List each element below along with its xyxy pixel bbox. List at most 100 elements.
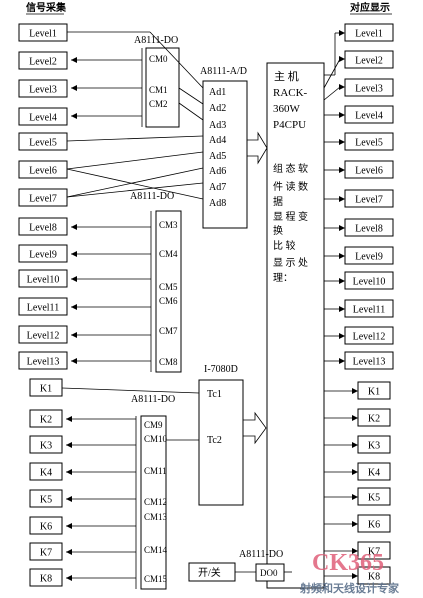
left-level-8-label: Level8 [29, 223, 57, 234]
left-level-6-label: Level6 [29, 166, 57, 177]
left-k-2: K2 [29, 409, 63, 428]
right-k-7-label: K7 [368, 547, 380, 558]
i7080d-to-main-arrow [243, 411, 267, 445]
right-level-12: Level12 [344, 326, 394, 345]
right-level-8: Level8 [344, 218, 394, 237]
left-level-12: Level12 [18, 325, 68, 344]
heading-display: 对应显示 [350, 1, 390, 14]
tc-1: Tc1 [207, 389, 222, 400]
cm-bot-10: CM10 [144, 434, 168, 444]
ad-ch-8: Ad8 [209, 198, 226, 209]
left-k-6: K6 [29, 516, 63, 535]
main-unit-box: 主 机 RACK- 360W P4CPU 组 态 软 件 读 数 据 显 程 变… [266, 62, 325, 589]
left-k-5: K5 [29, 489, 63, 508]
left-level-10-label: Level10 [27, 275, 60, 286]
left-k-8: K8 [29, 568, 63, 587]
main-unit-line3: 360W [273, 103, 301, 115]
switch-label: 开/关 [198, 566, 221, 579]
cm-bot-15: CM15 [144, 574, 168, 584]
heading-signal-acquisition: 信号采集 [26, 1, 67, 14]
cm-mid-4: CM4 [159, 249, 178, 259]
right-k-8-label: K8 [368, 572, 380, 583]
left-level-13-label: Level13 [27, 357, 60, 368]
right-k-8: K8 [357, 566, 391, 585]
label-do-mid: A8111-DO [130, 191, 174, 202]
left-level-13: Level13 [18, 351, 68, 370]
cm-mid-3: CM3 [159, 220, 178, 230]
left-k-1-label: K1 [40, 384, 52, 395]
right-level-13-label: Level13 [353, 357, 386, 368]
label-do-small: A8111-DO [239, 549, 283, 560]
right-level-4-label: Level4 [355, 111, 383, 122]
right-k-6-label: K6 [368, 520, 380, 531]
ad-ch-2: Ad2 [209, 103, 226, 114]
ad-ch-1: Ad1 [209, 87, 226, 98]
right-level-10: Level10 [344, 271, 394, 290]
label-i7080d: I-7080D [204, 364, 238, 375]
ad-module: Ad1 Ad2 Ad3 Ad4 Ad5 Ad6 Ad7 Ad8 [202, 80, 248, 229]
cm-top-2: CM2 [149, 99, 168, 109]
left-level-11: Level11 [18, 297, 68, 316]
right-level-12-label: Level12 [353, 332, 386, 343]
right-level-1: Level1 [344, 23, 394, 42]
watermark: CK365 射频和天线设计专家 [299, 550, 400, 595]
right-k-1: K1 [357, 381, 391, 400]
left-k-3-label: K3 [40, 441, 52, 452]
right-level-5: Level5 [344, 132, 394, 151]
left-level-11-label: Level11 [27, 303, 59, 314]
left-level-1-label: Level1 [29, 29, 57, 40]
right-k-6: K6 [357, 514, 391, 533]
left-k-2-label: K2 [40, 415, 52, 426]
right-k-1-label: K1 [368, 387, 380, 398]
right-level-1-label: Level1 [355, 29, 383, 40]
right-level-9: Level9 [344, 246, 394, 265]
right-k-5-label: K5 [368, 493, 380, 504]
right-level-11: Level11 [344, 299, 394, 318]
left-k-4-label: K4 [40, 468, 52, 479]
right-level-10-label: Level10 [353, 277, 386, 288]
tc-2: Tc2 [207, 435, 222, 446]
main-unit-line6: 件 读 数 [273, 180, 308, 193]
left-level-8: Level8 [18, 217, 68, 236]
left-k-7: K7 [29, 542, 63, 561]
main-unit-line11: 显 示 处 [273, 257, 308, 269]
right-k-4: K4 [357, 462, 391, 481]
do-module-bot: CM9 CM10 CM11 CM12 CM13 CM14 CM15 [135, 415, 168, 590]
left-level-4-label: Level4 [29, 113, 57, 124]
ad-ch-3: Ad3 [209, 120, 226, 131]
cm-bot-11: CM11 [144, 466, 167, 476]
left-level-7: Level7 [18, 188, 68, 207]
right-k-2-label: K2 [368, 414, 380, 425]
ad-ch-6: Ad6 [209, 166, 226, 177]
cm-mid-5: CM5 [159, 282, 178, 292]
left-level-5-label: Level5 [29, 138, 57, 149]
right-level-6: Level6 [344, 160, 394, 179]
right-k-3: K3 [357, 435, 391, 454]
right-level-13: Level13 [344, 351, 394, 370]
right-k-3-label: K3 [368, 441, 380, 452]
main-unit-line8: 显 程 变 [273, 210, 308, 223]
left-level-4: Level4 [18, 107, 68, 126]
cm-top-0: CM0 [149, 54, 168, 64]
do-module-small: DO0 [255, 563, 285, 582]
cm-mid-8: CM8 [159, 357, 178, 367]
right-level-3: Level3 [344, 78, 394, 97]
left-k-1: K1 [29, 378, 63, 397]
i7080d-module: Tc1 Tc2 [198, 379, 244, 506]
main-unit-line5: 组 态 软 [273, 162, 308, 175]
left-k-8-label: K8 [40, 574, 52, 585]
do-small-channel: DO0 [260, 568, 278, 578]
label-do-bot: A8111-DO [131, 394, 175, 405]
right-k-2: K2 [357, 408, 391, 427]
cm-mid-6: CM6 [159, 296, 178, 306]
left-k-4: K4 [29, 462, 63, 481]
do-module-top: CM0 CM1 CM2 [141, 47, 180, 128]
left-level-3: Level3 [18, 79, 68, 98]
right-level-2-label: Level2 [355, 56, 383, 67]
ad-to-main-arrow [247, 131, 268, 165]
watermark-brand: CK365 [312, 550, 384, 576]
watermark-site: 射频和天线设计专家 [299, 581, 400, 595]
left-level-2: Level2 [18, 51, 68, 70]
left-level-2-label: Level2 [29, 57, 57, 68]
cm-bot-9: CM9 [144, 420, 163, 430]
